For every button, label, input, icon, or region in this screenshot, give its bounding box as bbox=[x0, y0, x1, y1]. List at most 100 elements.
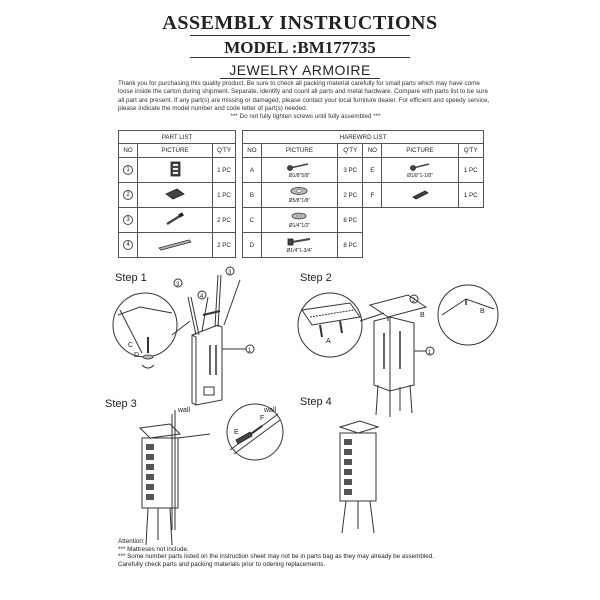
hw-size: Ø1/4"1/2" bbox=[288, 223, 311, 229]
part-qty: 2 PC bbox=[212, 207, 236, 233]
hw-picture-bolt-d: Ø1/4"1-3/4" bbox=[260, 232, 339, 258]
hw-no: B bbox=[242, 182, 262, 208]
part-qty: 1 PC bbox=[212, 157, 236, 183]
part-number-badge: 3 bbox=[123, 215, 133, 225]
part-list-table: PART LIST NO PICTURE Q'TY 1 1 PC 2 1 PC … bbox=[118, 130, 236, 258]
cabinet-icon bbox=[170, 161, 181, 177]
hw-size: Ø1/8"1-1/8" bbox=[406, 173, 433, 179]
hw-col-no: NO bbox=[362, 143, 383, 158]
wall-screw-icon bbox=[409, 163, 430, 171]
model-number: MODEL :BM177735 bbox=[224, 38, 376, 57]
step-3-label: Step 3 bbox=[105, 398, 137, 410]
callout-c: C bbox=[128, 342, 133, 349]
hw-no: A bbox=[242, 157, 262, 183]
hw-qty: 3 PC bbox=[337, 157, 364, 183]
callout-3: 3 bbox=[176, 282, 180, 288]
attention-block: Attention: *** Mattreses not include. **… bbox=[118, 538, 498, 568]
hw-no: D bbox=[242, 232, 262, 258]
part-picture-leg bbox=[137, 207, 213, 233]
hw-no: E bbox=[362, 157, 383, 183]
hw-empty-cell bbox=[363, 233, 484, 258]
intro-block: Thank you for purchasing this quality pr… bbox=[118, 80, 493, 121]
callout-a: A bbox=[326, 338, 331, 345]
step-3-detail-circle bbox=[226, 403, 284, 461]
part-col-qty: Q'TY bbox=[212, 143, 236, 158]
hw-picture-screw-a: Ø1/8"5/8" bbox=[260, 157, 339, 183]
callout-1: 1 bbox=[248, 348, 252, 354]
part-qty: 1 PC bbox=[212, 182, 236, 208]
rail-icon bbox=[158, 239, 192, 251]
callout-3-circle bbox=[173, 278, 183, 288]
product-name: JEWELRY ARMOIRE bbox=[229, 62, 371, 78]
wall-anchor-icon bbox=[412, 190, 429, 200]
step-1-label: Step 1 bbox=[115, 272, 147, 284]
part-number-badge: 1 bbox=[123, 165, 133, 175]
step-1-detail-circle bbox=[112, 292, 178, 358]
attention-heading: Attention: bbox=[118, 538, 145, 545]
step-1-illustration: C D 3 3 4 1 bbox=[112, 266, 255, 406]
step-4-illustration bbox=[338, 420, 380, 534]
hw-picture-anchor-f bbox=[381, 182, 459, 208]
hw-size: Ø5/8"1/8" bbox=[288, 198, 311, 204]
part-number-badge: 4 bbox=[123, 240, 133, 250]
hw-col-qty: Q'TY bbox=[457, 143, 485, 158]
hw-picture-washer-c: Ø1/4"1/2" bbox=[260, 207, 339, 233]
callout-b: B bbox=[420, 312, 425, 319]
cabinet-body bbox=[141, 437, 179, 509]
hw-qty: 8 PC bbox=[337, 232, 364, 258]
callout-3: 3 bbox=[228, 270, 232, 276]
intro-text: Thank you for purchasing this quality pr… bbox=[118, 80, 490, 112]
part-col-picture: PICTURE bbox=[137, 143, 213, 158]
callout-1: 1 bbox=[428, 350, 432, 356]
step-3-illustration: wall E F wall bbox=[138, 403, 284, 546]
hw-picture-washer-b: Ø5/8"1/8" bbox=[260, 182, 339, 208]
product-underline bbox=[220, 78, 380, 79]
callout-b: B bbox=[480, 308, 485, 315]
callout-2: 2 bbox=[412, 298, 416, 304]
hw-qty: 8 PC bbox=[337, 207, 364, 233]
hw-qty: 1 PC bbox=[457, 182, 485, 208]
hw-empty-cell bbox=[363, 208, 484, 233]
hw-no: F bbox=[362, 182, 383, 208]
document-title: ASSEMBLY INSTRUCTIONS bbox=[162, 12, 438, 34]
hw-col-qty: Q'TY bbox=[337, 143, 364, 158]
step-2-detail-b-circle bbox=[437, 284, 499, 346]
part-no-cell: 3 bbox=[118, 207, 138, 233]
part-list-title: PART LIST bbox=[118, 130, 236, 144]
callout-3b-circle bbox=[225, 266, 235, 276]
hw-size: Ø1/8"5/8" bbox=[288, 173, 311, 179]
leg-icon bbox=[166, 212, 184, 226]
hardware-list-table: HAREWRD LIST NO PICTURE Q'TY NO PICTURE … bbox=[242, 130, 485, 258]
part-no-cell: 1 bbox=[118, 157, 138, 183]
flat-washer-icon bbox=[292, 212, 307, 220]
part-col-no: NO bbox=[118, 143, 138, 158]
part-picture-rail bbox=[137, 232, 213, 258]
part-no-cell: 4 bbox=[118, 232, 138, 258]
step-2-detail-circle bbox=[297, 292, 363, 358]
hw-qty: 1 PC bbox=[457, 157, 485, 183]
callout-4-circle bbox=[197, 290, 207, 300]
part-picture-top bbox=[137, 182, 213, 208]
attention-line-1: *** Mattreses not include. bbox=[118, 545, 189, 553]
wood-screw-icon bbox=[287, 163, 309, 171]
part-no-cell: 2 bbox=[118, 182, 138, 208]
part-picture-cabinet bbox=[137, 157, 213, 183]
model-underline bbox=[190, 57, 410, 58]
part-number-badge: 2 bbox=[123, 190, 133, 200]
hw-size: Ø1/4"1-3/4" bbox=[286, 248, 313, 254]
hw-qty: 2 PC bbox=[337, 182, 364, 208]
attention-line-2: *** Some number parts listed on the inst… bbox=[118, 553, 435, 561]
hw-col-picture: PICTURE bbox=[260, 143, 339, 158]
top-panel-icon bbox=[165, 188, 185, 200]
wall-label: wall bbox=[177, 407, 191, 414]
step-2-illustration: A 2 1 B B bbox=[297, 284, 499, 417]
hw-picture-screw-e: Ø1/8"1-1/8" bbox=[381, 157, 459, 183]
callout-4: 4 bbox=[200, 294, 204, 300]
step-4-label: Step 4 bbox=[300, 396, 332, 408]
tighten-note: *** Do not fully tighten screws until fu… bbox=[230, 113, 381, 121]
top-panel bbox=[368, 294, 428, 318]
hw-col-no: NO bbox=[242, 143, 262, 158]
callout-d: D bbox=[134, 352, 139, 359]
attention-line-3: Carefully check parts and packing materi… bbox=[118, 560, 326, 568]
part-qty: 2 PC bbox=[212, 232, 236, 258]
